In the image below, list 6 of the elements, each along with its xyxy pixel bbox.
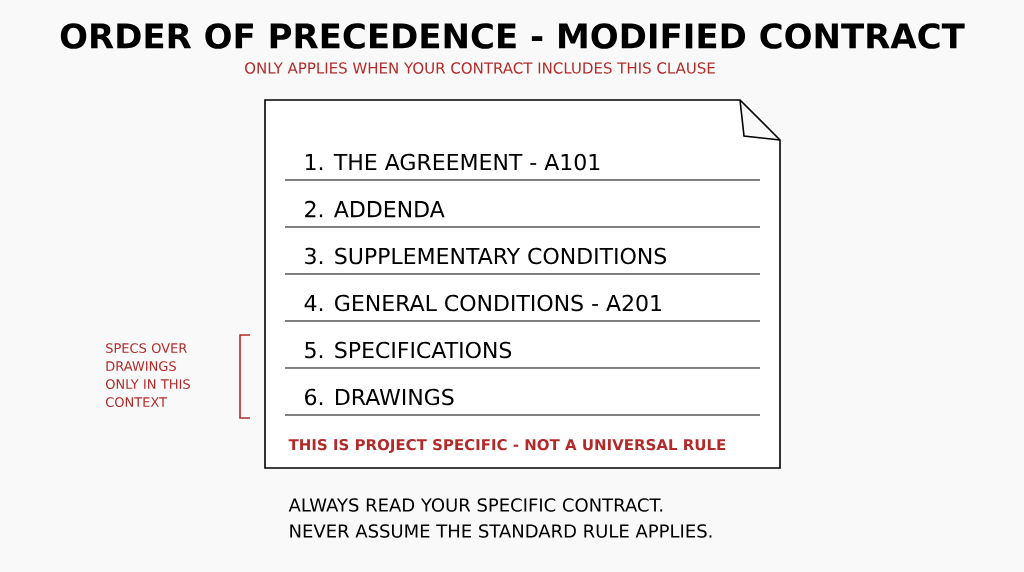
document-sheet: 1. THE AGREEMENT - A101 2. ADDENDA 3. SUPPLEMENTARY CONDITIONS 4. GENERAL CONDITIONS - A201 5. SPECIFICATIONS 6. DRAWINGS THIS IS PROJECT SPECIFIC - NOT A UNIVERSAL RULE — [264, 99, 781, 469]
note: NEVER ASSUME THE STANDARD RULE APPLIES. — [290, 524, 712, 538]
bracket-note: SPECS OVER DRAWINGS ONLY IN THIS CONTEXT — [105, 343, 190, 408]
title: ORDER OF PRECEDENCE - MODIFIED CONTRACT — [60, 23, 965, 49]
subtitle: ONLY APPLIES WHEN YOUR CONTRACT INCLUDES THIS CLAUSE — [245, 62, 715, 74]
note: ALWAYS READ YOUR SPECIFIC CONTRACT. — [288, 498, 663, 512]
